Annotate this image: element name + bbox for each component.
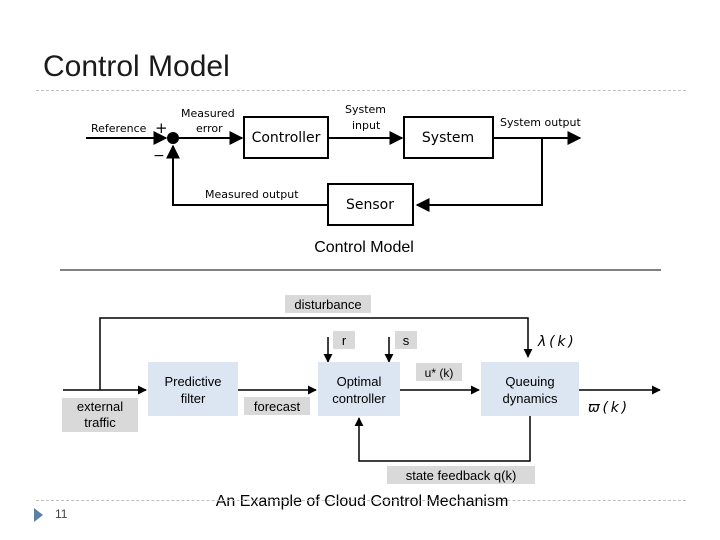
queuing-dynamics-label-1: Queuing [505,374,554,389]
r-label: r [342,333,347,348]
control-model-diagram: Reference + − Measured error Controller … [86,103,581,256]
feedback-to-sensor-line [415,138,543,212]
disturbance-path [99,317,533,390]
measured-output-label: Measured output [205,188,299,201]
lambda-label: λ ( k ) [537,334,574,350]
slide-number: 11 [55,507,68,521]
u-star-box [416,363,462,381]
r-box [333,331,355,349]
cloud-control-diagram: disturbance r s λ ( k ) external traffic… [62,295,661,510]
optimal-controller-box [318,362,400,416]
s-box [395,331,417,349]
optimal-controller-label-1: Optimal [337,374,382,389]
queuing-dynamics-box [481,362,579,416]
optimal-controller-label-2: controller [332,391,386,406]
omega-label: ϖ ( k ) [588,400,627,416]
sensor-label: Sensor [346,197,394,213]
s-label: s [403,333,410,348]
predictive-filter-box [148,362,238,416]
diagram2-caption: An Example of Cloud Control Mechanism [216,493,509,510]
slide-title: Control Model [43,50,230,83]
diagram1-caption: Control Model [314,239,414,256]
measured-error-label-1: Measured [181,107,235,120]
controller-label: Controller [252,130,321,146]
disturbance-label: disturbance [294,297,361,312]
external-traffic-box [62,398,138,432]
state-feedback-label: state feedback q(k) [406,468,517,483]
measured-error-label-2: error [196,122,223,135]
system-output-label: System output [500,116,581,129]
system-input-label-2: input [352,119,381,132]
minus-sign: − [153,148,165,164]
state-feedback-path [354,416,531,462]
state-feedback-box [387,466,535,484]
measured-output-line [166,144,328,206]
controller-box [243,116,329,159]
plus-sign: + [155,119,168,137]
forecast-label: forecast [254,399,301,414]
system-label: System [422,130,474,146]
external-traffic-label-2: traffic [84,415,116,430]
queuing-dynamics-label-2: dynamics [503,391,558,406]
predictive-filter-label-2: filter [181,391,206,406]
slide-marker-icon [34,508,43,522]
system-input-label-1: System [345,103,386,116]
forecast-box [244,397,310,415]
disturbance-box [285,295,371,313]
title-divider [36,90,686,91]
summing-junction [167,132,179,144]
reference-label: Reference [91,122,147,135]
system-box [403,116,494,159]
predictive-filter-label-1: Predictive [164,374,221,389]
footer-divider [36,500,686,501]
u-star-label: u* (k) [425,366,454,380]
external-traffic-label-1: external [77,399,123,414]
